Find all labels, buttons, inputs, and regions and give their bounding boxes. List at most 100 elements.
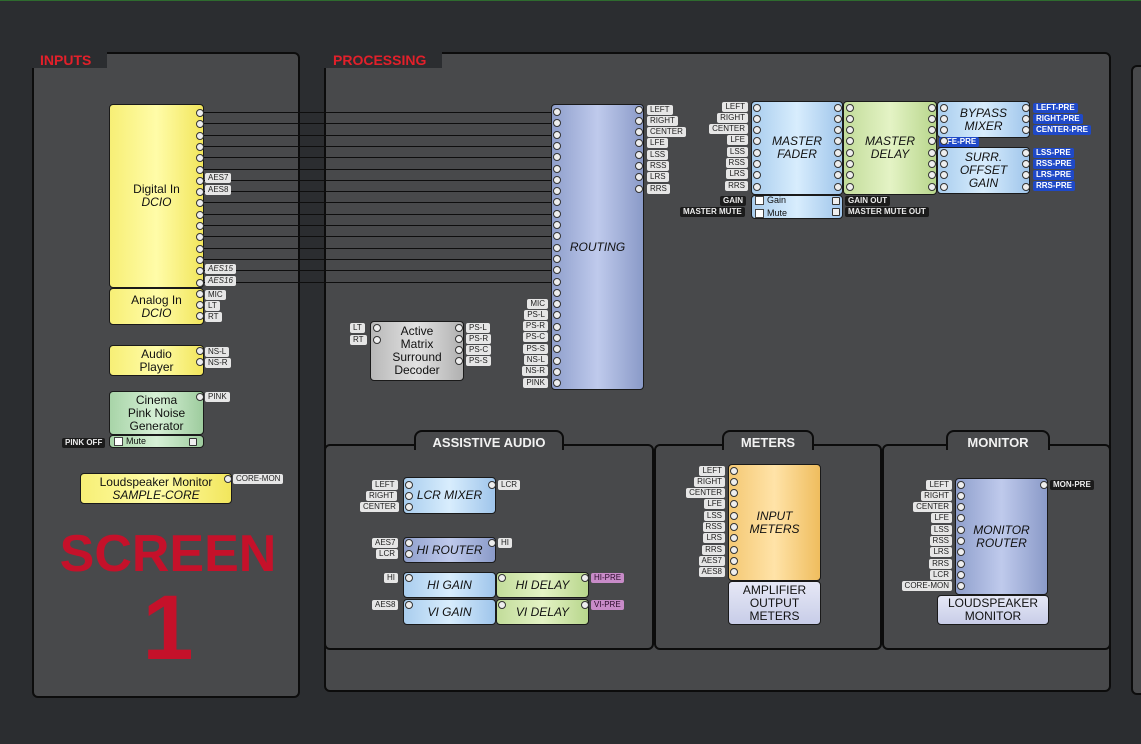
routing-out-pin-0[interactable] [635, 106, 643, 114]
chain-pin-3-0[interactable] [928, 104, 936, 112]
hi-delay-block[interactable]: HI DELAY [496, 572, 589, 598]
chain-pin-5-1[interactable] [1022, 115, 1030, 123]
routing-in-pin-9[interactable] [553, 210, 561, 218]
chain-pin-3-1[interactable] [928, 115, 936, 123]
routing-in-pin-5[interactable] [553, 165, 561, 173]
routing-out-pin-1[interactable] [635, 117, 643, 125]
chain-pin-1-0[interactable] [834, 104, 842, 112]
routing-in-pin-18[interactable] [553, 311, 561, 319]
fader-mute-out-pin[interactable] [832, 208, 840, 216]
master-fader-ctrl-rows[interactable]: Gain Mute [751, 195, 843, 219]
vi-gain-block[interactable]: VI GAIN [403, 599, 496, 625]
lcr-pin-out[interactable] [488, 481, 496, 489]
analog-pin-lt[interactable] [196, 301, 204, 309]
digital-in-pin-13[interactable] [196, 256, 204, 264]
chain-pin-5-4[interactable] [1022, 149, 1030, 157]
pink-noise-block[interactable]: Cinema Pink Noise Generator [109, 391, 204, 435]
monitor-pin-5[interactable] [957, 537, 965, 545]
monitor-pin-4[interactable] [957, 526, 965, 534]
routing-in-pin-0[interactable] [553, 108, 561, 116]
routing-out-pin-4[interactable] [635, 151, 643, 159]
decoder-out-pin-3[interactable] [455, 357, 463, 365]
routing-out-pin-7[interactable] [635, 185, 643, 193]
chain-pin-1-2[interactable] [834, 126, 842, 134]
master-delay-block[interactable]: MASTER DELAY [843, 101, 937, 195]
fader-gain-checkbox[interactable] [755, 196, 764, 206]
amp-meters-block[interactable]: AMPLIFIER OUTPUT METERS [728, 581, 821, 625]
decoder-block[interactable]: Active Matrix Surround Decoder [370, 321, 464, 381]
lcr-pin-right[interactable] [405, 492, 413, 500]
vi-delay-pin-out[interactable] [581, 601, 589, 609]
routing-in-pin-4[interactable] [553, 153, 561, 161]
routing-in-pin-19[interactable] [553, 323, 561, 331]
chain-pin-2-7[interactable] [846, 183, 854, 191]
hi-router-pin-out[interactable] [488, 539, 496, 547]
chain-pin-3-2[interactable] [928, 126, 936, 134]
digital-in-pin-14[interactable] [196, 267, 204, 275]
digital-in-pin-3[interactable] [196, 143, 204, 151]
vi-delay-pin-in[interactable] [498, 601, 506, 609]
chain-pin-0-3[interactable] [753, 137, 761, 145]
chain-pin-5-5[interactable] [1022, 160, 1030, 168]
monitor-pin-9[interactable] [957, 582, 965, 590]
bypass-mixer-block[interactable]: BYPASS MIXER [937, 101, 1030, 138]
meter-pin-0[interactable] [730, 467, 738, 475]
chain-pin-0-1[interactable] [753, 115, 761, 123]
lcr-pin-left[interactable] [405, 481, 413, 489]
master-fader-block[interactable]: MASTER FADER [751, 101, 843, 195]
chain-pin-2-0[interactable] [846, 104, 854, 112]
routing-in-pin-3[interactable] [553, 142, 561, 150]
routing-in-pin-10[interactable] [553, 221, 561, 229]
chain-pin-0-5[interactable] [753, 160, 761, 168]
analog-pin-rt[interactable] [196, 312, 204, 320]
chain-pin-2-4[interactable] [846, 149, 854, 157]
monitor-pin-3[interactable] [957, 514, 965, 522]
routing-out-pin-2[interactable] [635, 128, 643, 136]
decoder-out-pin-0[interactable] [455, 324, 463, 332]
chain-pin-3-7[interactable] [928, 183, 936, 191]
analog-in-block[interactable]: Analog In DCIO [109, 288, 204, 325]
pink-noise-mute-row[interactable]: Mute [109, 435, 204, 448]
analog-pin-mic[interactable] [196, 290, 204, 298]
routing-in-pin-23[interactable] [553, 368, 561, 376]
chain-pin-0-2[interactable] [753, 126, 761, 134]
routing-in-pin-2[interactable] [553, 131, 561, 139]
fader-gain-row[interactable]: Gain [755, 194, 786, 207]
chain-pin-3-6[interactable] [928, 171, 936, 179]
digital-in-pin-8[interactable] [196, 199, 204, 207]
audio-pin-nsl[interactable] [196, 347, 204, 355]
chain-pin-3-4[interactable] [928, 149, 936, 157]
monitor-pin-8[interactable] [957, 571, 965, 579]
digital-in-pin-11[interactable] [196, 233, 204, 241]
routing-in-pin-13[interactable] [553, 255, 561, 263]
chain-pin-2-6[interactable] [846, 171, 854, 179]
meter-pin-4[interactable] [730, 512, 738, 520]
digital-in-pin-9[interactable] [196, 211, 204, 219]
meter-pin-3[interactable] [730, 500, 738, 508]
meter-pin-8[interactable] [730, 557, 738, 565]
vi-delay-block[interactable]: VI DELAY [496, 599, 589, 625]
routing-in-pin-21[interactable] [553, 345, 561, 353]
chain-pin-4-1[interactable] [940, 115, 948, 123]
chain-pin-1-5[interactable] [834, 160, 842, 168]
chain-pin-1-4[interactable] [834, 149, 842, 157]
meter-pin-5[interactable] [730, 523, 738, 531]
chain-pin-1-6[interactable] [834, 171, 842, 179]
routing-in-pin-15[interactable] [553, 278, 561, 286]
decoder-out-pin-1[interactable] [455, 335, 463, 343]
input-meters-block[interactable]: INPUT METERS [728, 464, 821, 581]
digital-in-block[interactable]: Digital In DCIO [109, 104, 204, 288]
digital-in-pin-15[interactable] [196, 279, 204, 287]
routing-in-pin-20[interactable] [553, 334, 561, 342]
hi-gain-pin-in[interactable] [405, 574, 413, 582]
chain-pin-4-6[interactable] [940, 171, 948, 179]
chain-pin-4-2[interactable] [940, 126, 948, 134]
routing-in-pin-24[interactable] [553, 379, 561, 387]
monitor-router-pin-out[interactable] [1040, 481, 1048, 489]
routing-block[interactable]: ROUTING [551, 104, 644, 390]
monitor-pin-7[interactable] [957, 560, 965, 568]
meter-pin-1[interactable] [730, 478, 738, 486]
monitor-pin-1[interactable] [957, 492, 965, 500]
routing-in-pin-14[interactable] [553, 266, 561, 274]
digital-in-pin-4[interactable] [196, 154, 204, 162]
